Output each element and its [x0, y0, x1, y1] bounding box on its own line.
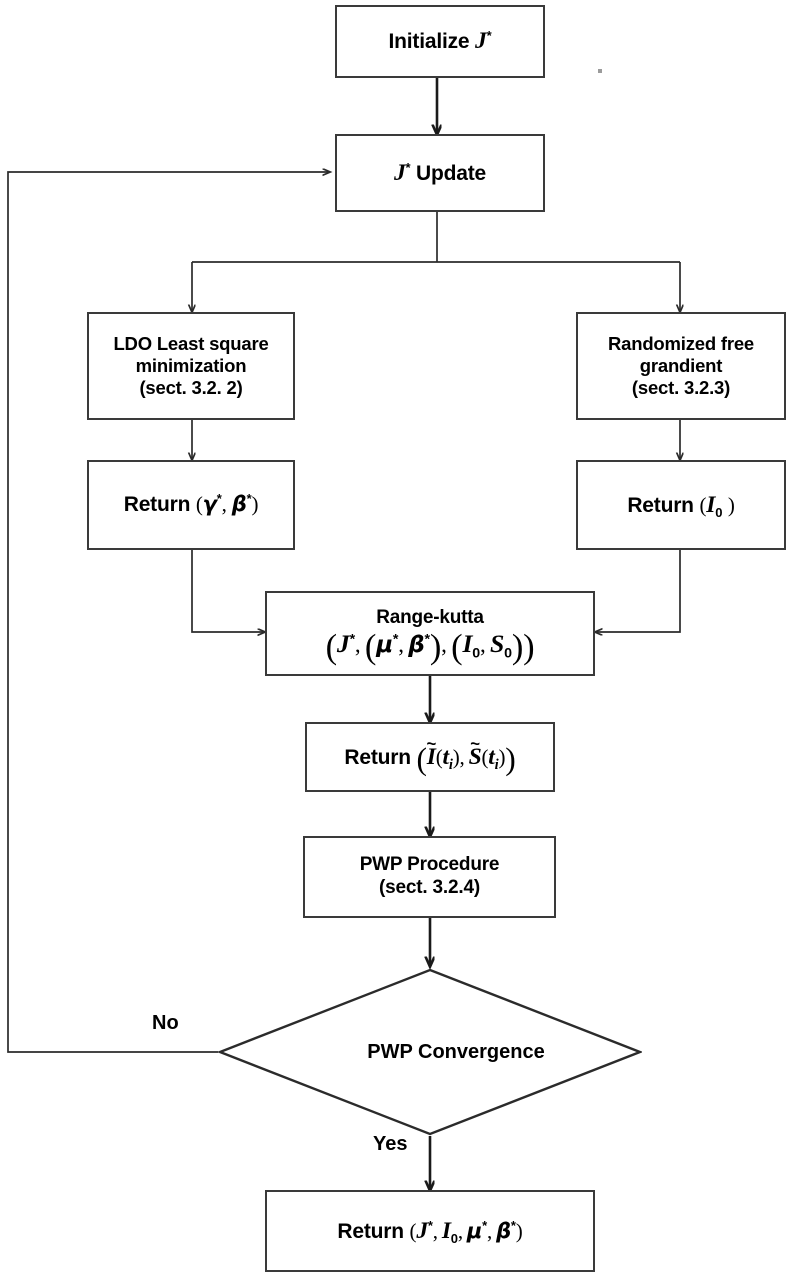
node-return-i-s-ti-label: Return (~I(ti), ~S(ti)) — [344, 734, 516, 777]
node-ldo-line-2: minimization — [135, 354, 247, 376]
node-pwp-convergence[interactable]: PWP Convergence — [218, 968, 642, 1136]
scan-artifact-dot — [598, 69, 602, 73]
edge-label-no: No — [152, 1012, 179, 1034]
node-range-kutta-args: (J*, (μ*, β*), (I0, S0)) — [325, 628, 535, 667]
node-return-i-s-ti[interactable]: Return (~I(ti), ~S(ti)) — [305, 722, 555, 792]
node-range-kutta-title: Range-kutta — [376, 606, 484, 628]
node-random-line-2: grandient — [639, 354, 723, 376]
node-return-i0-label: Return (I0 ) — [627, 491, 735, 521]
node-return-gamma-beta-label: Return (γ*, β*) — [123, 491, 259, 517]
node-pwp-convergence-label: PWP Convergence — [367, 1040, 545, 1063]
node-return-i0[interactable]: Return (I0 ) — [576, 460, 786, 550]
edge-return-gb-to-rk — [191, 550, 265, 632]
node-return-final[interactable]: Return (J*, I0, μ*, β*) — [265, 1190, 595, 1272]
node-ldo-line-1: LDO Least square — [113, 332, 269, 354]
node-j-update[interactable]: J* Update — [335, 134, 545, 212]
node-pwp-line-1: PWP Procedure — [359, 854, 500, 876]
node-random-line-3: (sect. 3.2.3) — [631, 377, 731, 399]
node-randomized-free-gradient[interactable]: Randomized free grandient (sect. 3.2.3) — [576, 312, 786, 420]
edge-label-yes: Yes — [373, 1133, 408, 1155]
node-ldo-line-3: (sect. 3.2. 2) — [139, 377, 243, 399]
diamond-shape — [218, 968, 642, 1136]
node-initialize[interactable]: Initialize J* — [335, 5, 545, 78]
node-j-update-label: J* Update — [393, 159, 487, 186]
node-return-final-label: Return (J*, I0, μ*, β*) — [337, 1217, 523, 1247]
node-pwp-line-2: (sect. 3.2.4) — [379, 877, 480, 898]
node-ldo-least-square[interactable]: LDO Least square minimization (sect. 3.2… — [87, 312, 295, 420]
node-range-kutta[interactable]: Range-kutta (J*, (μ*, β*), (I0, S0)) — [265, 591, 595, 676]
edge-return-i0-to-rk — [595, 550, 681, 632]
node-pwp-procedure[interactable]: PWP Procedure (sect. 3.2.4) — [303, 836, 556, 918]
node-random-line-1: Randomized free — [607, 332, 755, 354]
node-initialize-label: Initialize J* — [388, 28, 492, 55]
node-return-gamma-beta[interactable]: Return (γ*, β*) — [87, 460, 295, 550]
